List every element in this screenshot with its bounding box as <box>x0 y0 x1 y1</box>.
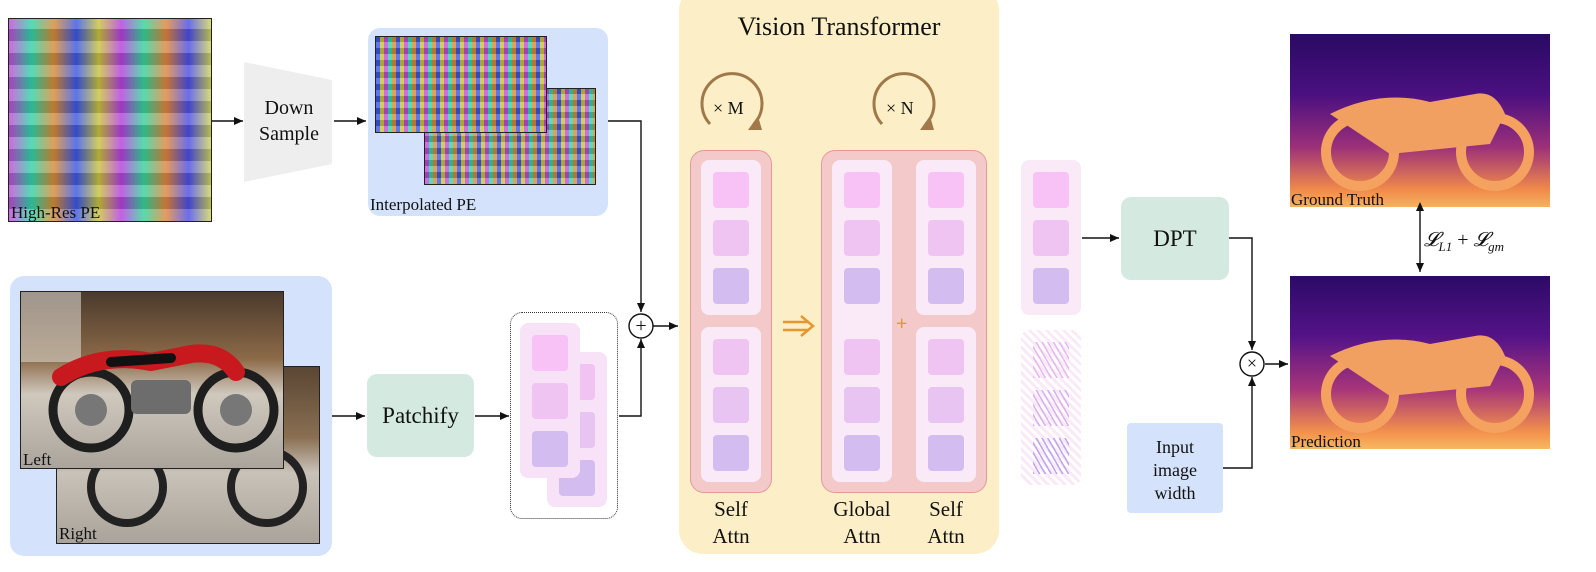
interpolated-pe-image-front <box>375 36 547 133</box>
loss-l-2: 𝓛 <box>1473 229 1489 251</box>
self-attn-2-label-line2: Attn <box>927 524 965 548</box>
global-attn-label-line2: Attn <box>843 524 881 548</box>
vit-title: Vision Transformer <box>737 12 941 41</box>
token <box>532 431 568 467</box>
ground-truth-image <box>1290 34 1550 207</box>
left-image-label: Left <box>23 450 52 469</box>
token <box>713 220 749 256</box>
downsample-label-line2: Sample <box>259 123 319 145</box>
hatched-token <box>1033 438 1069 474</box>
input-width-line3: width <box>1154 483 1196 503</box>
downsample-trapezoid <box>244 62 332 182</box>
token <box>713 339 749 375</box>
token <box>713 268 749 304</box>
token <box>844 435 880 471</box>
token <box>1033 268 1069 304</box>
global-attn-column <box>832 160 892 482</box>
loop-n-label: × N <box>886 98 914 118</box>
gt-motorcycle-silhouette-icon <box>1321 93 1534 191</box>
patch-tokens-group <box>510 312 618 519</box>
loss-sub-gm: gm <box>1488 239 1504 254</box>
self-attn-2-label-line1: Self <box>929 497 963 521</box>
token <box>1033 172 1069 208</box>
token <box>844 268 880 304</box>
loss-l-1: 𝓛 <box>1424 229 1439 251</box>
loop-n-arrow-icon <box>872 72 936 130</box>
token <box>928 435 964 471</box>
token <box>844 387 880 423</box>
self-attn-1-label-line1: Self <box>714 497 748 521</box>
high-res-pe-image <box>8 18 212 222</box>
token <box>713 387 749 423</box>
downsample-label-line1: Down <box>264 97 314 119</box>
token <box>532 383 568 419</box>
token <box>713 172 749 208</box>
token <box>1033 220 1069 256</box>
loop-m-label: × M <box>713 98 744 118</box>
high-res-pe-label: High-Res PE <box>11 203 101 222</box>
input-width-box <box>1127 423 1223 513</box>
loss-label: 𝓛L1 + 𝓛gm <box>1424 230 1504 253</box>
left-motorcycle-icon <box>21 292 279 453</box>
patchify-label: Patchify <box>382 403 459 428</box>
dpt-label: DPT <box>1153 226 1197 251</box>
prediction-motorcycle-silhouette-icon <box>1321 335 1534 433</box>
token <box>713 435 749 471</box>
add-operator-icon: + <box>635 315 647 337</box>
multiply-operator-icon: × <box>1246 353 1258 373</box>
interpolated-pe-label: Interpolated PE <box>370 195 477 214</box>
token <box>928 220 964 256</box>
loop-m-arrow-icon <box>700 72 764 130</box>
prediction-image <box>1290 276 1550 449</box>
input-width-line1: Input <box>1156 437 1194 457</box>
token <box>844 172 880 208</box>
loss-plus: + <box>1457 229 1469 251</box>
right-image-label: Right <box>59 524 97 543</box>
token <box>844 339 880 375</box>
double-arrow-icon <box>783 315 815 337</box>
token <box>928 387 964 423</box>
token <box>928 172 964 208</box>
left-image <box>20 291 284 469</box>
token <box>928 268 964 304</box>
orange-plus-icon: + <box>896 313 908 335</box>
token <box>844 220 880 256</box>
ground-truth-label: Ground Truth <box>1291 190 1385 209</box>
input-width-line2: image <box>1153 460 1197 480</box>
dpt-box <box>1121 197 1229 280</box>
token <box>532 335 568 371</box>
loss-sub-l1: L1 <box>1438 239 1453 254</box>
prediction-label: Prediction <box>1291 432 1361 451</box>
token <box>928 339 964 375</box>
hatched-token <box>1033 342 1069 378</box>
global-attn-label-line1: Global <box>833 497 891 521</box>
self-attn-1-label-line2: Attn <box>712 524 750 548</box>
patchify-box <box>367 374 474 457</box>
hatched-token <box>1033 390 1069 426</box>
